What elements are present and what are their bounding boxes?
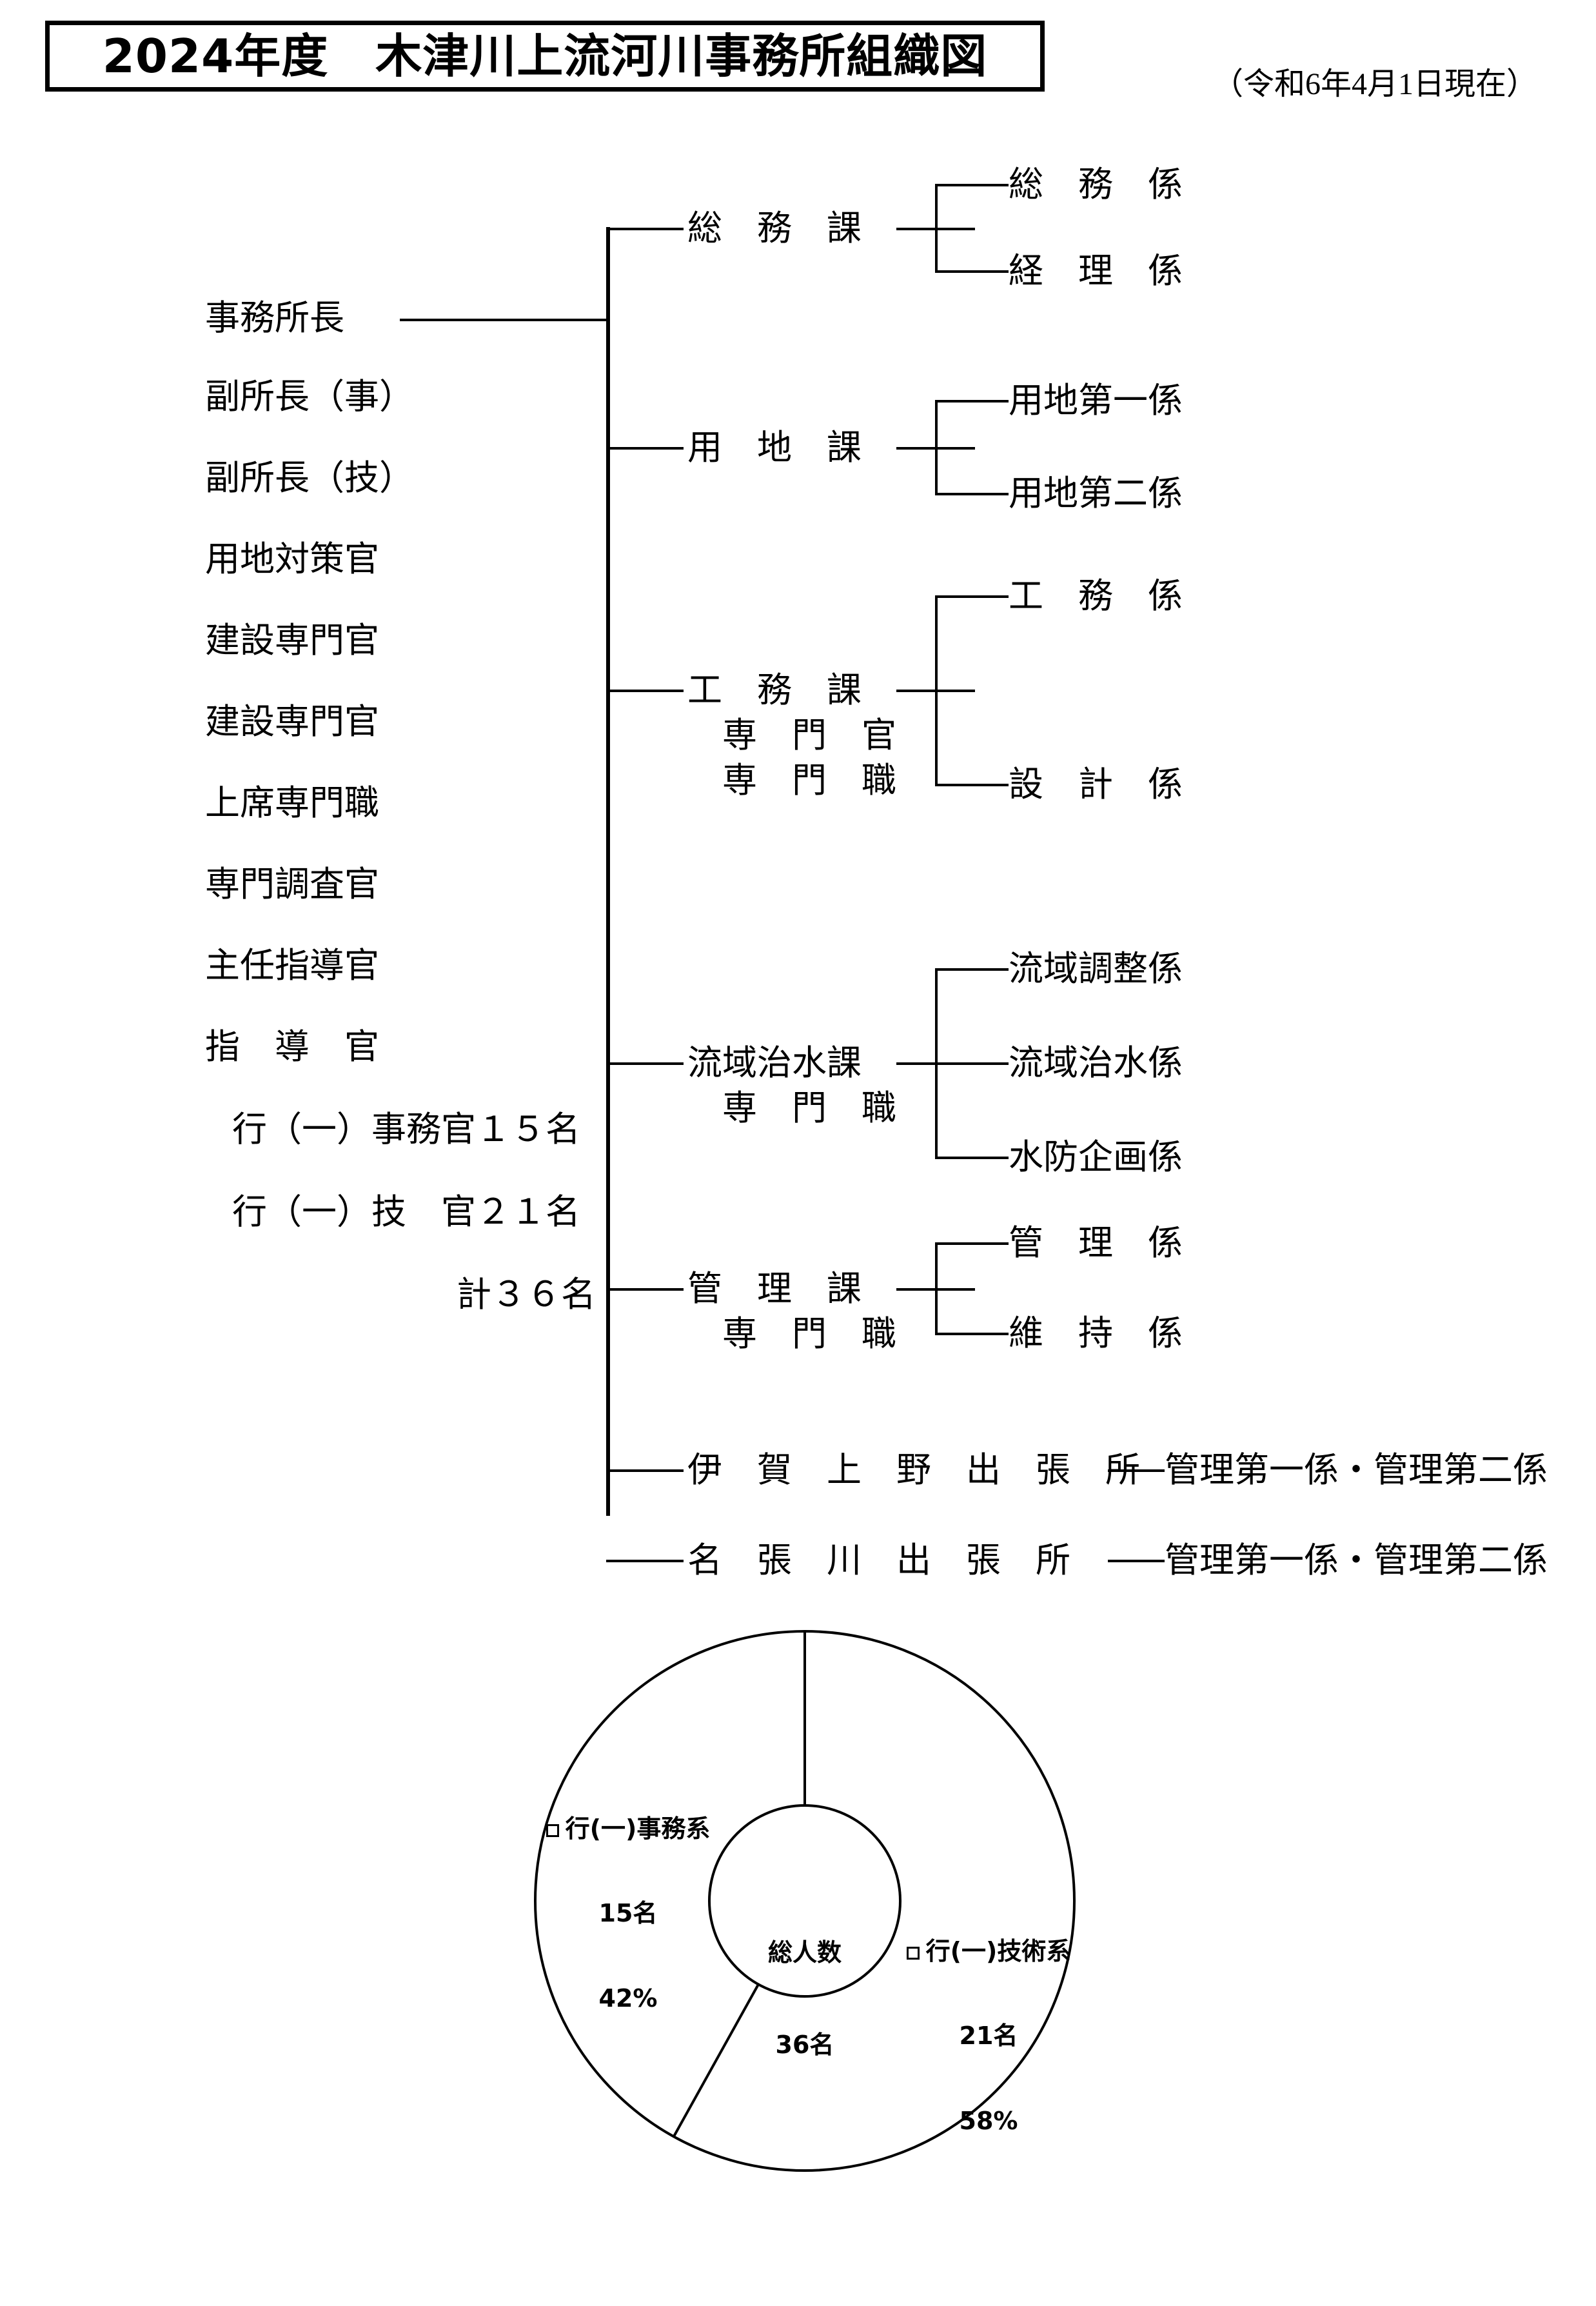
connector-trunk-division-1 <box>606 228 684 230</box>
donut-label-admin-percent: 42% <box>598 1983 658 2013</box>
title-box: 2024年度 木津川上流河川事務所組織図 <box>45 21 1045 92</box>
section-basin-coordination: 流域調整係 <box>1009 949 1183 988</box>
section-land-first: 用地第一係 <box>1009 381 1183 420</box>
donut-center-value: 36名 <box>775 2030 834 2059</box>
connector-trunk-branch-office-2 <box>606 1560 684 1562</box>
connector-section-4-1 <box>935 968 1009 971</box>
branch-vertical-division-2 <box>935 401 938 494</box>
division-management: 管 理 課 <box>687 1269 862 1308</box>
connector-director-to-trunk <box>400 319 610 321</box>
branch-office-iga-ueno-sections: 管理第一係・管理第二係 <box>1165 1451 1548 1489</box>
division-general-affairs: 総 務 課 <box>687 209 862 248</box>
section-maintenance: 維 持 係 <box>1009 1314 1183 1353</box>
donut-label-tech: 行(一)技術系 21名 58% <box>879 1882 1098 2192</box>
branch-office-nabari-gawa-sections: 管理第一係・管理第二係 <box>1165 1541 1548 1580</box>
officer-deputy-admin: 副所長（事） <box>205 377 414 416</box>
connector-section-5-1 <box>935 1242 1009 1245</box>
staff-composition-donut-chart: 総人数 36名 行(一)事務系 15名 42% 行(一)技術系 21名 58% <box>534 1630 1076 2172</box>
donut-center-total: 総人数 36名 <box>727 1876 882 2122</box>
officer-construction-spec-1: 建設専門官 <box>205 621 379 660</box>
connector-trunk-division-5 <box>606 1288 684 1291</box>
officer-supervisor: 指 導 官 <box>205 1028 379 1066</box>
division-basin-flood-control: 流域治水課 <box>687 1044 862 1082</box>
branch-office-nabari-gawa: 名 張 川 出 張 所 <box>687 1541 1070 1580</box>
connector-section-4-2 <box>935 1062 1009 1065</box>
branch-vertical-division-3 <box>935 597 938 785</box>
org-trunk-line <box>606 227 610 1516</box>
connector-section-1-2 <box>935 270 1009 273</box>
donut-label-tech-percent: 58% <box>959 2106 1018 2135</box>
branch-office-iga-ueno: 伊 賀 上 野 出 張 所 <box>687 1451 1140 1489</box>
division-engineering: 工 務 課 <box>687 671 862 710</box>
donut-label-admin: 行(一)事務系 15名 42% <box>518 1759 738 2069</box>
connector-section-1-1 <box>935 184 1009 186</box>
officer-land-measures: 用地対策官 <box>205 540 379 579</box>
division-basin-flood-control-specialist: 専 門 職 <box>722 1089 896 1128</box>
connector-section-2-2 <box>935 493 1009 495</box>
donut-label-tech-name: 行(一)技術系 <box>925 1937 1071 1966</box>
officer-construction-spec-2: 建設専門官 <box>205 702 379 741</box>
connector-section-3-2 <box>935 784 1009 786</box>
donut-label-tech-count: 21名 <box>959 2022 1018 2051</box>
as-of-date: （令和6年4月1日現在） <box>1212 67 1538 101</box>
division-management-specialist: 専 門 職 <box>722 1315 896 1353</box>
officer-chief-supervisor: 主任指導官 <box>205 946 379 985</box>
connector-branch-office-1-sections <box>1108 1469 1165 1472</box>
connector-section-3-1 <box>935 595 1009 598</box>
connector-branch-office-2-sections <box>1108 1560 1165 1562</box>
section-accounting: 経 理 係 <box>1009 252 1183 290</box>
section-management: 管 理 係 <box>1009 1224 1183 1262</box>
division-engineering-specialist2: 専 門 職 <box>722 761 896 800</box>
donut-label-admin-count: 15名 <box>598 1899 658 1928</box>
legend-marker-tech-icon <box>906 1946 920 1960</box>
connector-trunk-division-2 <box>606 447 684 450</box>
branch-vertical-division-5 <box>935 1244 938 1334</box>
count-admin-staff: 行（一）事務官１５名 <box>232 1110 580 1149</box>
officer-senior-specialist: 上席専門職 <box>205 784 379 822</box>
count-tech-staff: 行（一）技 官２１名 <box>232 1193 580 1231</box>
section-general-affairs: 総 務 係 <box>1009 165 1183 204</box>
connector-section-5-2 <box>935 1333 1009 1335</box>
donut-label-admin-name: 行(一)事務系 <box>565 1814 711 1844</box>
connector-trunk-division-4 <box>606 1062 684 1065</box>
section-land-second: 用地第二係 <box>1009 474 1183 513</box>
section-basin-flood-control: 流域治水係 <box>1009 1044 1183 1082</box>
division-land: 用 地 課 <box>687 428 862 467</box>
connector-trunk-division-3 <box>606 690 684 692</box>
officer-director: 事務所長 <box>205 299 344 337</box>
officer-investigator: 専門調査官 <box>205 865 379 904</box>
connector-section-2-1 <box>935 400 1009 403</box>
page-title: 2024年度 木津川上流河川事務所組織図 <box>102 29 988 83</box>
branch-vertical-division-1 <box>935 185 938 272</box>
count-total-staff: 計３６名 <box>457 1275 596 1314</box>
section-design: 設 計 係 <box>1009 765 1183 804</box>
connector-trunk-branch-office-1 <box>606 1469 684 1472</box>
donut-center-title: 総人数 <box>767 1938 842 1967</box>
officer-deputy-tech: 副所長（技） <box>205 459 414 497</box>
connector-section-4-3 <box>935 1157 1009 1159</box>
section-flood-prevention: 水防企画係 <box>1009 1138 1183 1177</box>
donut-inner-circle <box>708 1804 901 1998</box>
division-engineering-specialist: 専 門 官 <box>722 716 896 755</box>
donut-chart-svg <box>534 1630 1076 2172</box>
legend-marker-admin-icon <box>546 1824 559 1837</box>
section-engineering: 工 務 係 <box>1009 577 1183 615</box>
